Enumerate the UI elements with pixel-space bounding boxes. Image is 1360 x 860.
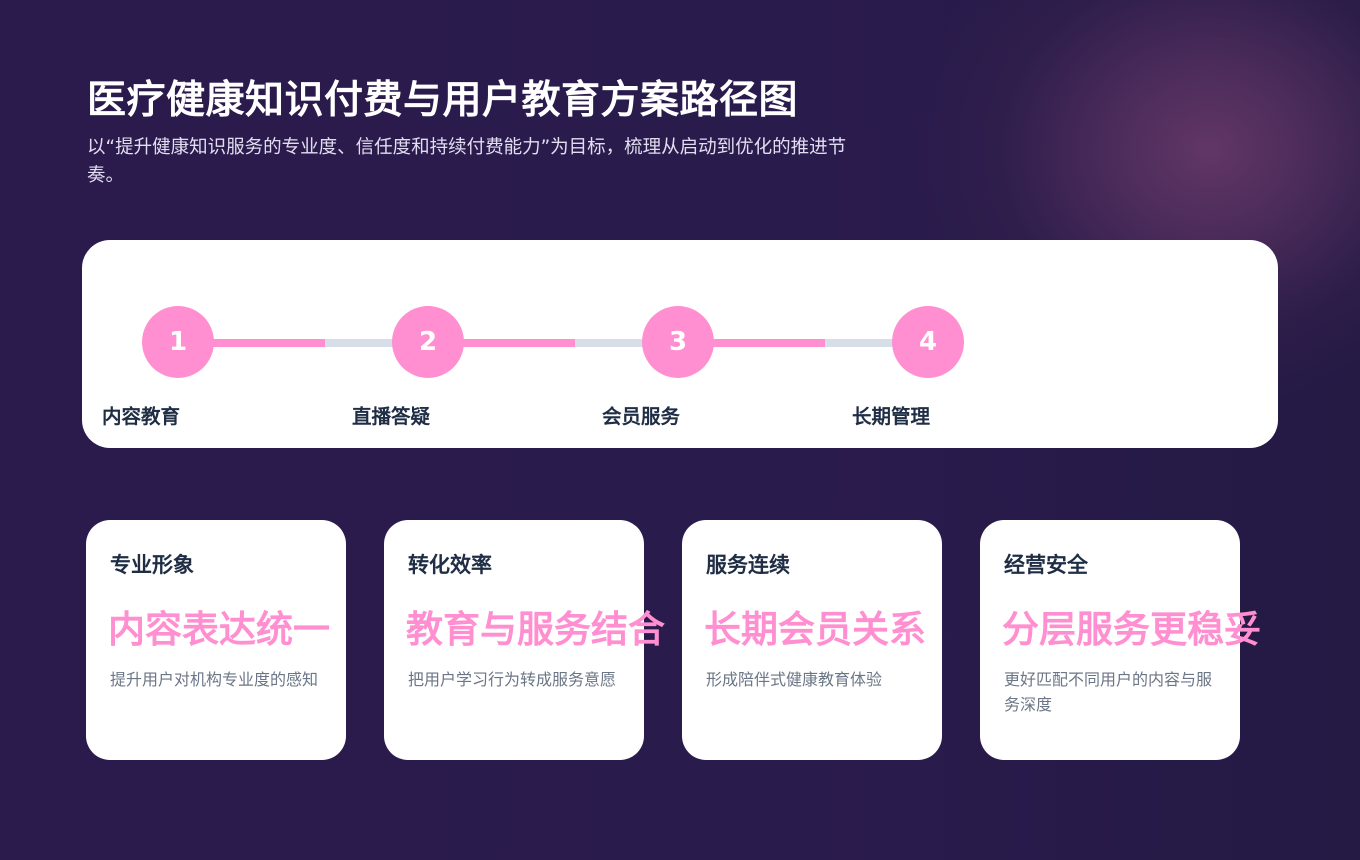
card-label: 经营安全 xyxy=(1004,553,1088,577)
card-description: 提升用户对机构专业度的感知 xyxy=(110,670,319,689)
step-connector xyxy=(678,339,928,347)
step-number-badge: 4 xyxy=(892,306,964,378)
timeline-step-4: 4 长期管理 xyxy=(842,240,1092,448)
step-connector-progress xyxy=(428,339,575,347)
outcome-card-4: 经营安全 分层服务更稳妥 更好匹配不同用户的内容与服务深度 xyxy=(980,520,1261,760)
card-label: 转化效率 xyxy=(408,553,492,577)
step-number-badge: 3 xyxy=(642,306,714,378)
outcome-card-3: 服务连续 长期会员关系 形成陪伴式健康教育体验 xyxy=(682,520,942,760)
card-description: 把用户学习行为转成服务意愿 xyxy=(408,670,617,689)
timeline-step-2: 2 直播答疑 xyxy=(342,240,678,448)
timeline-step-3: 3 会员服务 xyxy=(592,240,928,448)
step-label: 会员服务 xyxy=(602,405,681,428)
card-description: 形成陪伴式健康教育体验 xyxy=(706,670,883,689)
step-connector-progress xyxy=(178,339,325,347)
step-connector xyxy=(178,339,428,347)
card-highlight: 分层服务更稳妥 xyxy=(1002,608,1261,651)
step-label: 直播答疑 xyxy=(352,405,431,428)
page-title: 医疗健康知识付费与用户教育方案路径图 xyxy=(87,78,799,123)
step-connector xyxy=(428,339,678,347)
outcome-card-2: 转化效率 教育与服务结合 把用户学习行为转成服务意愿 xyxy=(384,520,665,760)
timeline-step-1: 1 内容教育 xyxy=(92,240,428,448)
step-connector-progress xyxy=(678,339,825,347)
timeline-panel: 1 内容教育 2 直播答疑 3 会员服务 4 长期管理 xyxy=(82,240,1278,448)
header: 医疗健康知识付费与用户教育方案路径图 以“提升健康知识服务的专业度、信任度和持续… xyxy=(87,78,867,190)
step-number-badge: 1 xyxy=(142,306,214,378)
step-label: 内容教育 xyxy=(102,405,181,428)
card-description: 更好匹配不同用户的内容与服务深度 xyxy=(1004,670,1213,714)
step-number-badge: 2 xyxy=(392,306,464,378)
step-label: 长期管理 xyxy=(852,405,931,428)
page-subtitle: 以“提升健康知识服务的专业度、信任度和持续付费能力”为目标，梳理从启动到优化的推… xyxy=(87,137,847,186)
card-highlight: 内容表达统一 xyxy=(108,608,330,651)
card-highlight: 长期会员关系 xyxy=(704,608,926,651)
card-label: 服务连续 xyxy=(706,553,790,577)
card-highlight: 教育与服务结合 xyxy=(406,608,665,651)
card-label: 专业形象 xyxy=(110,553,194,577)
outcome-card-1: 专业形象 内容表达统一 提升用户对机构专业度的感知 xyxy=(86,520,346,760)
